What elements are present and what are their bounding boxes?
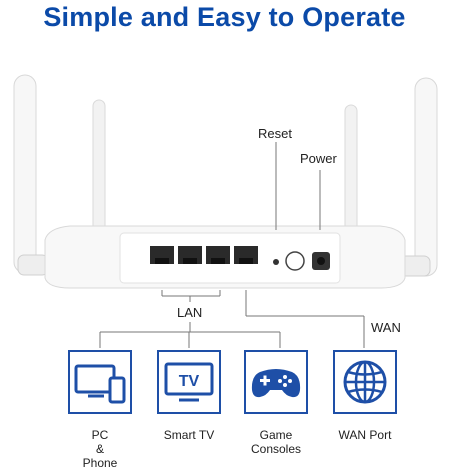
pc-phone-box (68, 350, 132, 414)
lan-port-1 (150, 246, 174, 264)
game-console-box (244, 350, 308, 414)
tv-icon: TV (164, 362, 214, 402)
wan-port (234, 246, 258, 264)
smart-tv-box: TV (157, 350, 221, 414)
smart-tv-label: Smart TV (163, 428, 215, 442)
lan-port-2 (178, 246, 202, 264)
gamepad-icon (251, 369, 301, 398)
power-button (285, 251, 305, 271)
power-label: Power (300, 151, 337, 166)
antenna-front-left (13, 74, 49, 276)
wan-label: WAN (371, 320, 401, 335)
globe-icon (343, 360, 387, 404)
reset-hole (273, 259, 279, 265)
wan-port-label: WAN Port (338, 428, 392, 442)
pc-phone-icon (74, 364, 126, 404)
wan-port-box (333, 350, 397, 414)
antenna-front-right (399, 77, 438, 277)
game-consoles-label: Game Consoles (250, 428, 302, 456)
callout-lines (99, 142, 365, 348)
reset-label: Reset (258, 126, 292, 141)
lan-label: LAN (177, 305, 203, 320)
pc-phone-label: PC & Phone (82, 428, 118, 470)
page-title: Simple and Easy to Operate (43, 2, 406, 32)
tv-icon-text: TV (179, 373, 200, 390)
lan-port-3 (206, 246, 230, 264)
